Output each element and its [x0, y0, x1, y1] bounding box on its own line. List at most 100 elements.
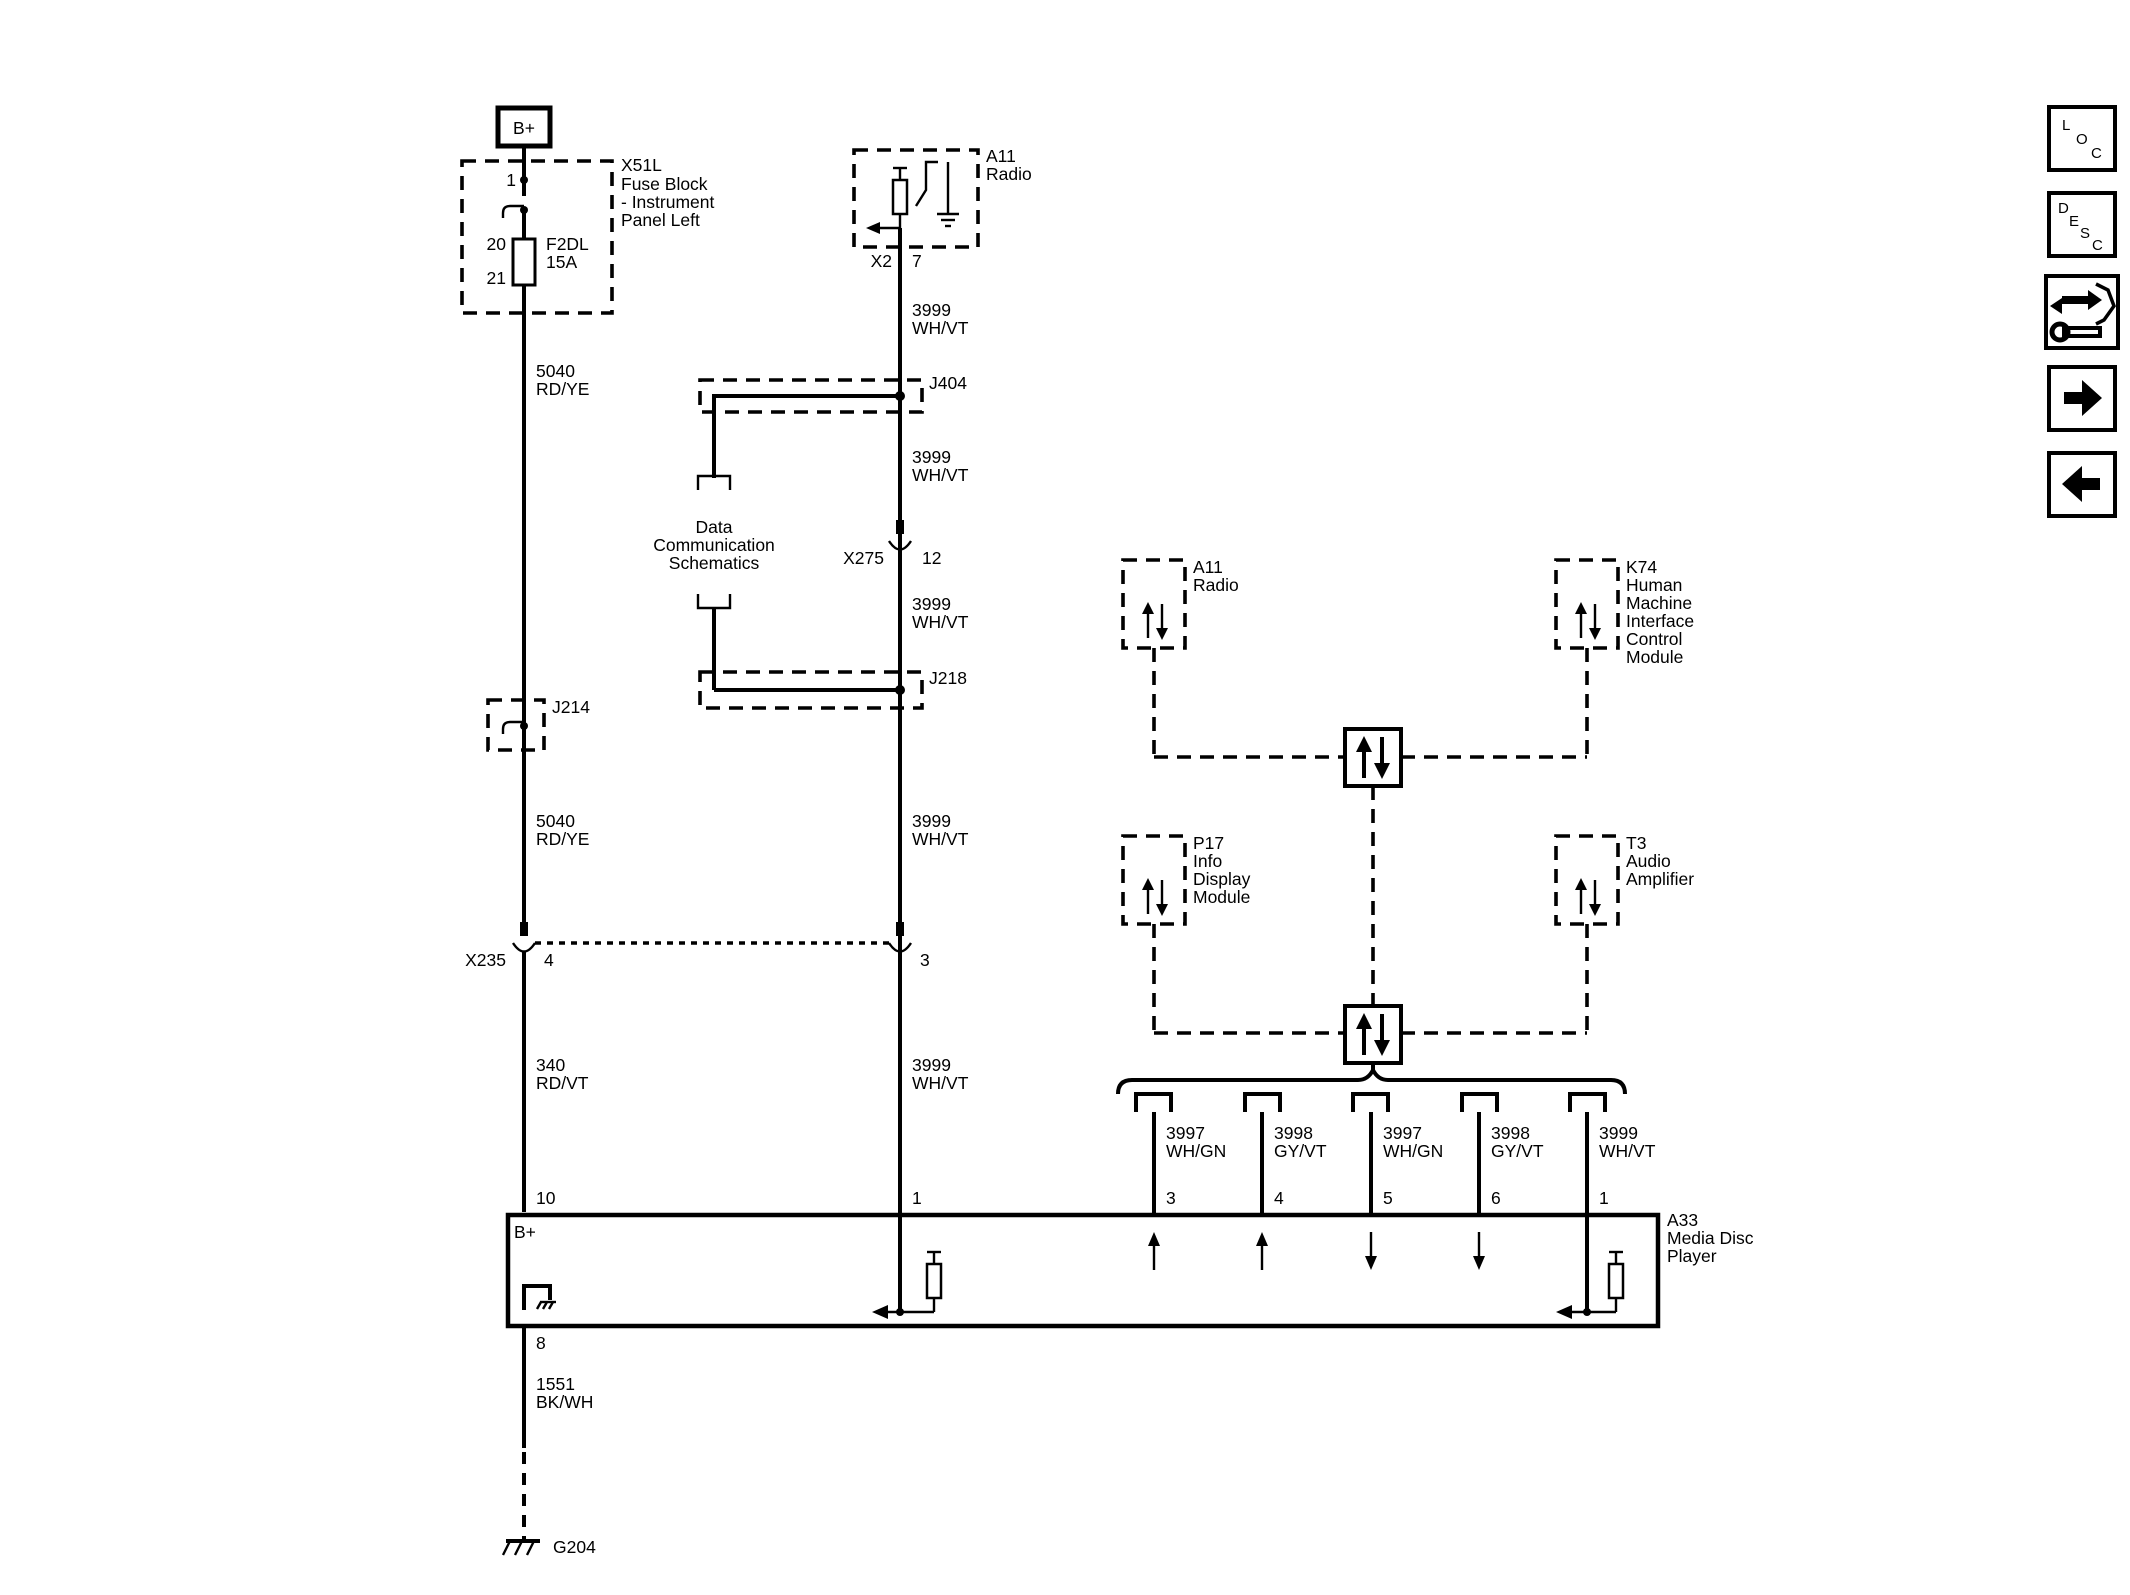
splice-j214: J214: [486, 697, 590, 752]
module-audio-amplifier-t3: T3 Audio Amplifier: [1554, 833, 1694, 926]
wire-3999-color-3: WH/VT: [912, 612, 969, 632]
fuse-block-id: X51L: [621, 155, 662, 175]
x235-pin-right: 3: [920, 950, 930, 970]
radio-top-pin: 7: [912, 251, 922, 271]
bus-wire-3-color: GY/VT: [1491, 1141, 1544, 1161]
bus-wire-pin-3: 3997 WH/GN 3: [1134, 1092, 1226, 1215]
wire-340: 340 RD/VT: [522, 952, 589, 1212]
radio-a11-top: A11 Radio X2 7: [852, 146, 1032, 271]
fuse-f2dl: F2DL: [546, 234, 589, 254]
ground-g204: G204: [501, 1537, 596, 1557]
module-amp-id: T3: [1626, 833, 1646, 853]
bus-wire-2-pin: 5: [1383, 1188, 1393, 1208]
radio-top-id: A11: [986, 146, 1016, 166]
bus-wire-pin-5: 3997 WH/GN 5: [1351, 1092, 1443, 1215]
module-hmi-name-5: Module: [1626, 647, 1683, 667]
splice-j218-label: J218: [929, 668, 967, 688]
battery-label: B+: [513, 118, 535, 138]
fuse-rating: 15A: [546, 252, 577, 272]
left-arrow-icon: [2062, 466, 2100, 502]
module-radio-name: Radio: [1193, 575, 1239, 595]
wire-340-circuit: 340: [536, 1055, 565, 1075]
module-amp-name-1: Audio: [1626, 851, 1671, 871]
inline-connector-x275: X275 12: [843, 520, 941, 568]
x235-pin-left: 4: [544, 950, 554, 970]
radio-top-conn: X2: [871, 251, 892, 271]
module-hmi-name-4: Control: [1626, 629, 1682, 649]
wire-3999-circuit-3: 3999: [912, 594, 951, 614]
module-info-display-p17: P17 Info Display Module: [1121, 833, 1251, 926]
previous-arrow-button[interactable]: [2047, 451, 2117, 518]
module-info-name-1: Info: [1193, 851, 1222, 871]
wire-3999-color-2: WH/VT: [912, 465, 969, 485]
wire-3999-color-4: WH/VT: [912, 829, 969, 849]
player-bplus-label: B+: [514, 1222, 536, 1242]
wire-3999-color-5: WH/VT: [912, 1073, 969, 1093]
wire-5040-color-lower: RD/YE: [536, 829, 589, 849]
loc-letter-1: L: [2062, 117, 2070, 134]
x235-id: X235: [465, 950, 506, 970]
desc-button[interactable]: D E S C: [2047, 191, 2117, 258]
wire-3999-circuit-2: 3999: [912, 447, 951, 467]
splice-j218: J218: [698, 608, 967, 710]
wire-3999-main: 3999 WH/VT 3999 WH/VT 3999 WH/VT 3999 WH…: [898, 228, 969, 1310]
wire-1551-ground: 8 1551 BK/WH: [522, 1326, 593, 1540]
inline-connector-x235: X235 4 3: [465, 922, 930, 970]
module-info-name-2: Display: [1193, 869, 1251, 889]
network-dashed-links: [1152, 648, 1589, 1035]
player-pin-1: 1: [912, 1188, 922, 1208]
module-hmi-id: K74: [1626, 557, 1657, 577]
data-comm-line-1: Data: [696, 517, 733, 537]
bus-wire-1-color: GY/VT: [1274, 1141, 1327, 1161]
bus-wire-3-circuit: 3998: [1491, 1123, 1530, 1143]
module-hmi-name-3: Interface: [1626, 611, 1694, 631]
wire-3999-circuit-4: 3999: [912, 811, 951, 831]
module-info-name-3: Module: [1193, 887, 1250, 907]
radio-top-name: Radio: [986, 164, 1032, 184]
loc-letter-2: O: [2076, 131, 2088, 148]
data-communication-schematics-ref[interactable]: Data Communication Schematics: [653, 517, 775, 573]
desc-letter-3: S: [2080, 225, 2090, 242]
module-radio-a11: A11 Radio: [1121, 557, 1239, 650]
module-amp-name-2: Amplifier: [1626, 869, 1694, 889]
fuse-block-name-2: - Instrument: [621, 192, 714, 212]
bus-wire-pin-1: 3999 WH/VT 1: [1568, 1092, 1656, 1215]
desc-letter-1: D: [2058, 200, 2069, 217]
desc-letter-2: E: [2069, 213, 2079, 230]
bus-wire-3-pin: 6: [1491, 1188, 1501, 1208]
loc-letter-3: C: [2091, 145, 2102, 162]
x275-id: X275: [843, 548, 884, 568]
nav-toolbar: L O C D E S C: [2044, 105, 2120, 518]
module-hmi-k74: K74 Human Machine Interface Control Modu…: [1554, 557, 1694, 667]
wire-3999-circuit-1: 3999: [912, 300, 951, 320]
bus-wire-2-circuit: 3997: [1383, 1123, 1422, 1143]
fuse-pin-1: 1: [506, 170, 516, 190]
splice-j404-label: J404: [929, 373, 967, 393]
service-wrench-icon[interactable]: [2044, 274, 2120, 350]
module-radio-id: A11: [1193, 557, 1223, 577]
data-comm-connector-lower: [696, 594, 732, 610]
wire-3999-circuit-5: 3999: [912, 1055, 951, 1075]
wire-5040-circuit-upper: 5040: [536, 361, 575, 381]
wire-1551-circuit: 1551: [536, 1374, 575, 1394]
bus-wire-pin-4: 3998 GY/VT 4: [1243, 1092, 1327, 1215]
splice-j214-label: J214: [552, 697, 590, 717]
wire-5040-upper: 5040 RD/YE: [522, 313, 589, 926]
fuse-pin-20: 20: [487, 234, 507, 254]
loc-button[interactable]: L O C: [2047, 105, 2117, 172]
ground-g204-label: G204: [553, 1537, 596, 1557]
bus-wires: 3997 WH/GN 3 3998 GY/VT 4 3997 WH/GN 5 3…: [1134, 1092, 1656, 1215]
next-arrow-button[interactable]: [2047, 365, 2117, 432]
wire-1551-color: BK/WH: [536, 1392, 593, 1412]
wire-5040-color-upper: RD/YE: [536, 379, 589, 399]
player-name-1: Media Disc: [1667, 1228, 1754, 1248]
wire-340-color: RD/VT: [536, 1073, 589, 1093]
bus-wire-0-pin: 3: [1166, 1188, 1176, 1208]
gateway-lower: [1343, 1004, 1403, 1065]
player-pin-8: 8: [536, 1333, 546, 1353]
bus-wire-4-pin: 1: [1599, 1188, 1609, 1208]
data-comm-line-3: Schematics: [669, 553, 760, 573]
module-hmi-name-1: Human: [1626, 575, 1682, 595]
wire-5040-circuit-lower: 5040: [536, 811, 575, 831]
